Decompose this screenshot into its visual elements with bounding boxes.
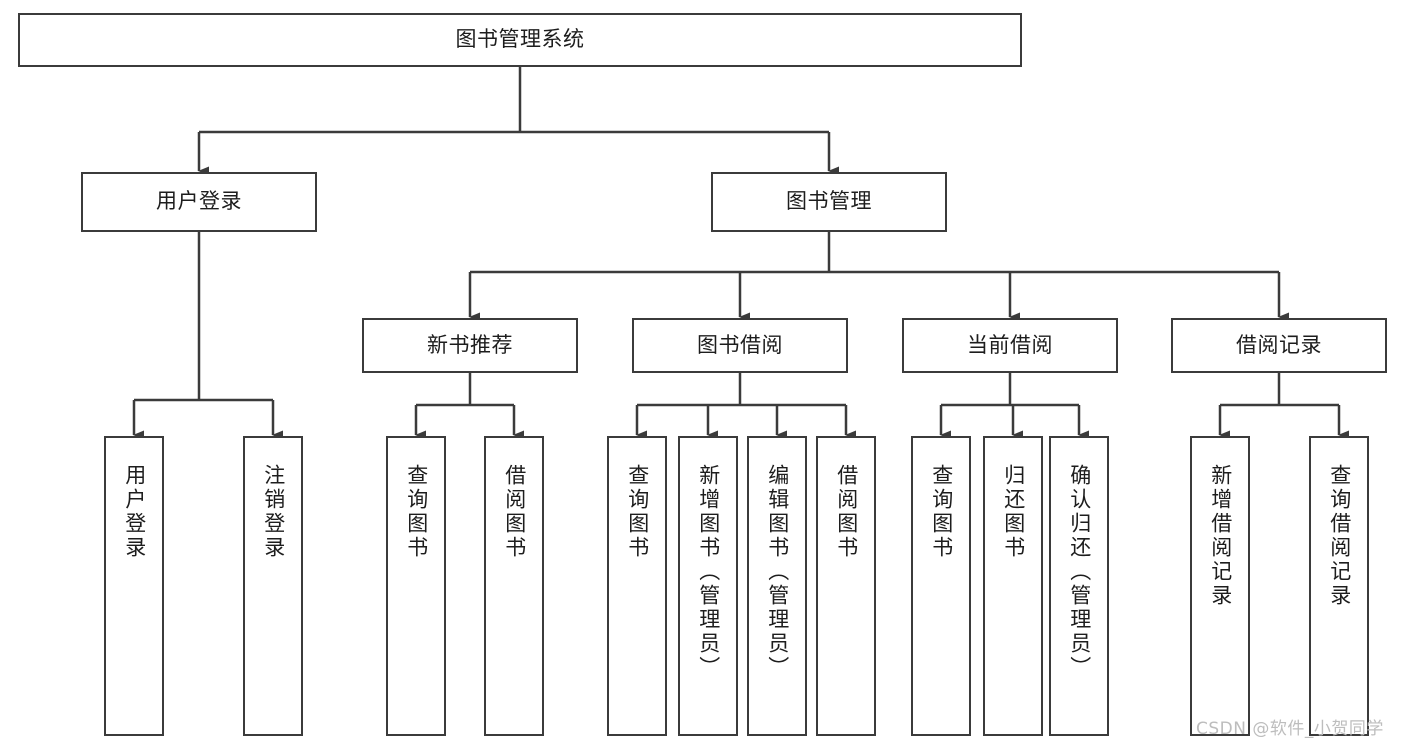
node-label: 借阅图书 — [502, 464, 527, 560]
node-label: 借阅记录 — [1236, 332, 1322, 357]
node-label: 查询图书 — [929, 464, 954, 560]
node-new-book-recommend[interactable]: 新书推荐 — [362, 318, 578, 373]
node-leaf-confirm-return[interactable]: 确认归还（管理员） — [1049, 436, 1109, 736]
node-label: 新增借阅记录 — [1208, 464, 1233, 608]
node-root[interactable]: 图书管理系统 — [18, 13, 1022, 67]
node-user-login[interactable]: 用户登录 — [81, 172, 317, 232]
node-leaf-add-book[interactable]: 新增图书（管理员） — [678, 436, 738, 736]
node-label: 用户登录 — [156, 189, 242, 214]
node-leaf-add-record[interactable]: 新增借阅记录 — [1190, 436, 1250, 736]
node-label: 当前借阅 — [967, 332, 1053, 357]
node-leaf-query-book-2[interactable]: 查询图书 — [607, 436, 667, 736]
node-leaf-return-book[interactable]: 归还图书 — [983, 436, 1043, 736]
node-label: 查询图书 — [625, 464, 650, 560]
node-leaf-query-record[interactable]: 查询借阅记录 — [1309, 436, 1369, 736]
node-leaf-borrow-book-1[interactable]: 借阅图书 — [484, 436, 544, 736]
node-leaf-query-book-1[interactable]: 查询图书 — [386, 436, 446, 736]
node-label: 图书借阅 — [697, 332, 783, 357]
node-borrow-record[interactable]: 借阅记录 — [1171, 318, 1387, 373]
node-label: 借阅图书 — [834, 464, 859, 560]
node-book-manage[interactable]: 图书管理 — [711, 172, 947, 232]
node-book-borrow[interactable]: 图书借阅 — [632, 318, 848, 373]
node-leaf-user-login[interactable]: 用户登录 — [104, 436, 164, 736]
node-label: 查询图书 — [404, 464, 429, 560]
node-leaf-logout[interactable]: 注销登录 — [243, 436, 303, 736]
node-label: 确认归还（管理员） — [1067, 464, 1092, 680]
node-label: 用户登录 — [122, 464, 147, 560]
node-label: 图书管理 — [786, 189, 872, 214]
node-leaf-query-book-3[interactable]: 查询图书 — [911, 436, 971, 736]
node-label: 新书推荐 — [427, 332, 513, 357]
node-label: 图书管理系统 — [455, 27, 585, 52]
node-leaf-edit-book[interactable]: 编辑图书（管理员） — [747, 436, 807, 736]
node-label: 归还图书 — [1001, 464, 1026, 560]
node-leaf-borrow-book-2[interactable]: 借阅图书 — [816, 436, 876, 736]
node-current-borrow[interactable]: 当前借阅 — [902, 318, 1118, 373]
node-label: 新增图书（管理员） — [696, 464, 721, 680]
node-label: 查询借阅记录 — [1327, 464, 1352, 608]
node-label: 编辑图书（管理员） — [765, 464, 790, 680]
node-label: 注销登录 — [261, 464, 286, 560]
